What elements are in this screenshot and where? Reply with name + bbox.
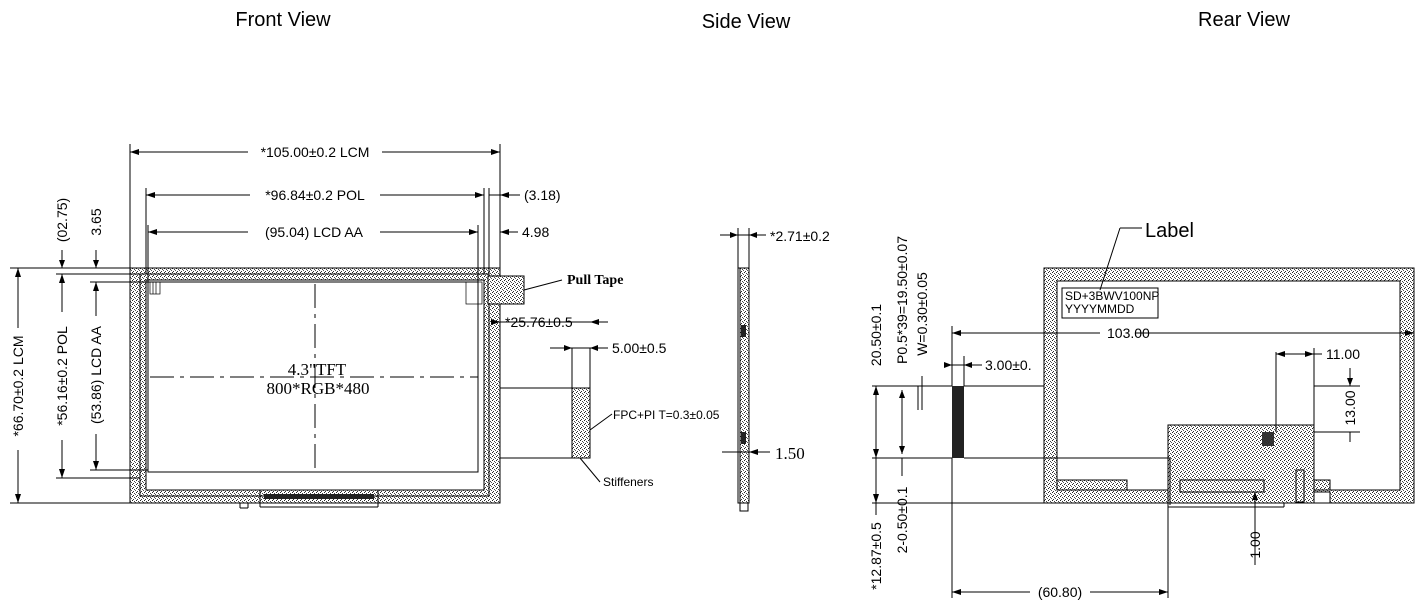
dim-02-75: (02.75) xyxy=(54,198,70,242)
dim-1-00: 1.00 xyxy=(1247,531,1263,558)
fpc-note: FPC+PI T=0.3±0.05 xyxy=(613,408,720,422)
rear-view: SD+3BWV100NP YYYYMMDD Label 103.00 xyxy=(868,220,1415,600)
label-callout: Label xyxy=(1145,220,1194,242)
panel-resolution-text: 800*RGB*480 xyxy=(267,379,370,398)
dim-lcm-height: *66.70±0.2 LCM xyxy=(10,335,26,436)
dim-1-50: 1.50 xyxy=(775,444,805,463)
dim-11: 11.00 xyxy=(1326,346,1360,362)
front-view-title: Front View xyxy=(235,9,331,31)
dim-103: 103.00 xyxy=(1107,325,1150,341)
dim-pol-height: *56.16±0.2 POL xyxy=(54,326,70,426)
dim-aa-height: (53.86) LCD AA xyxy=(88,325,104,424)
panel-size-text: 4.3"TFT xyxy=(288,360,347,379)
front-view: *105.00±0.2 LCM *96.84±0.2 POL (3.18) (9… xyxy=(10,144,720,509)
rear-label-line1: SD+3BWV100NP xyxy=(1065,289,1159,303)
dim-12-87: *12.87±0.5 xyxy=(868,522,884,590)
dim-w: W=0.30±0.05 xyxy=(914,272,930,356)
dim-aa-width: (95.04) LCD AA xyxy=(265,224,364,240)
dim-pol-width: *96.84±0.2 POL xyxy=(265,187,365,203)
dim-lcm-width: *105.00±0.2 LCM xyxy=(261,144,370,160)
dim-2-050: 2-0.50±0.1 xyxy=(894,486,910,553)
dim-3-18: (3.18) xyxy=(524,187,561,203)
dim-thickness: *2.71±0.2 xyxy=(770,228,830,244)
dim-13: 13.00 xyxy=(1342,390,1358,425)
rear-view-title: Rear View xyxy=(1198,9,1290,31)
pull-tape-label: Pull Tape xyxy=(567,273,623,288)
dim-5-00: 5.00±0.5 xyxy=(612,340,667,356)
side-view-title: Side View xyxy=(702,11,791,33)
dim-3-00: 3.00±0. xyxy=(985,357,1032,373)
dim-20-50: 20.50±0.1 xyxy=(868,304,884,366)
rear-label-line2: YYYYMMDD xyxy=(1065,302,1135,316)
dim-4-98: 4.98 xyxy=(522,224,549,240)
dim-3-65: 3.65 xyxy=(88,208,104,235)
dim-pitch: P0.5*39=19.50±0.07 xyxy=(894,236,910,364)
side-view: *2.71±0.2 1.50 xyxy=(720,228,830,512)
dim-60-80: (60.80) xyxy=(1038,584,1082,600)
dim-25-76: *25.76±0.5 xyxy=(505,314,573,330)
stiffeners-label: Stiffeners xyxy=(603,475,653,489)
